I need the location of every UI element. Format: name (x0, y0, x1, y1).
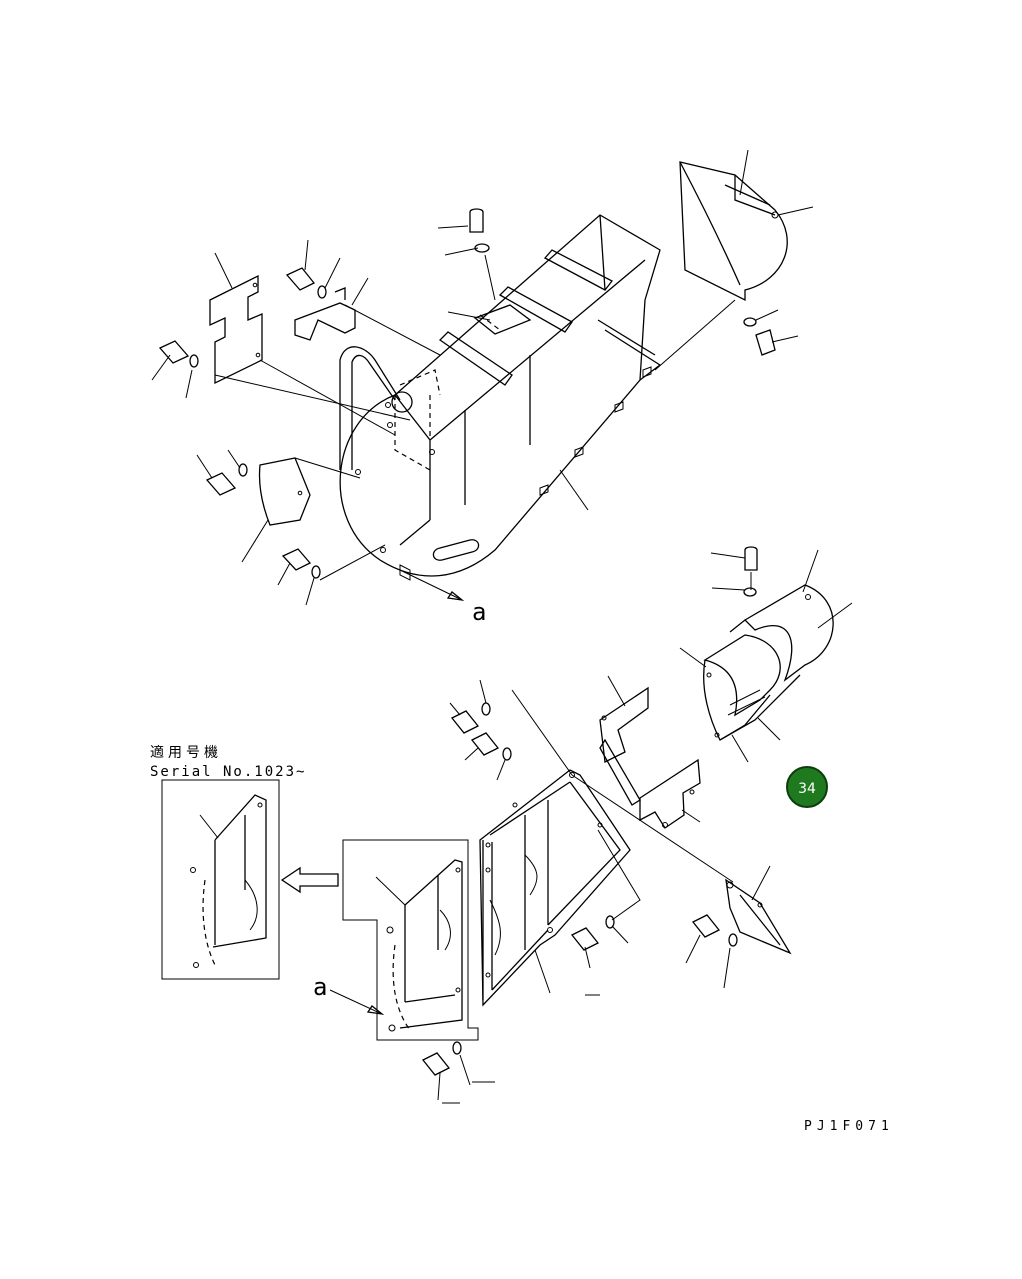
left-cover-plate (209, 274, 263, 385)
corner-bracket (725, 878, 792, 955)
view-marker-bottom: a (313, 973, 327, 1001)
support-arm (599, 686, 649, 806)
half-round-guard (679, 546, 853, 763)
callout-badge: 34 (786, 766, 828, 808)
drawing-code: PJ1F071 (804, 1119, 894, 1134)
inset-center (329, 839, 479, 1041)
view-marker-top: a (472, 598, 486, 626)
rear-hood (679, 161, 788, 302)
frame-assembly (479, 769, 631, 1007)
hollow-arrow (280, 866, 339, 894)
leader-lines-lower (375, 675, 771, 1104)
cover-plate-top (473, 304, 532, 335)
side-cover-plate (258, 457, 311, 526)
serial-range: Serial No.1023~ (150, 764, 306, 780)
callout-number: 34 (798, 781, 816, 797)
inset-left (161, 779, 280, 980)
applicable-jp: 適用号機 (150, 744, 222, 761)
main-duct (339, 214, 662, 581)
bolts-upper (158, 208, 776, 579)
small-bracket (639, 758, 701, 829)
bolts-lower (421, 702, 738, 1076)
leader-lines-upper (151, 149, 814, 606)
